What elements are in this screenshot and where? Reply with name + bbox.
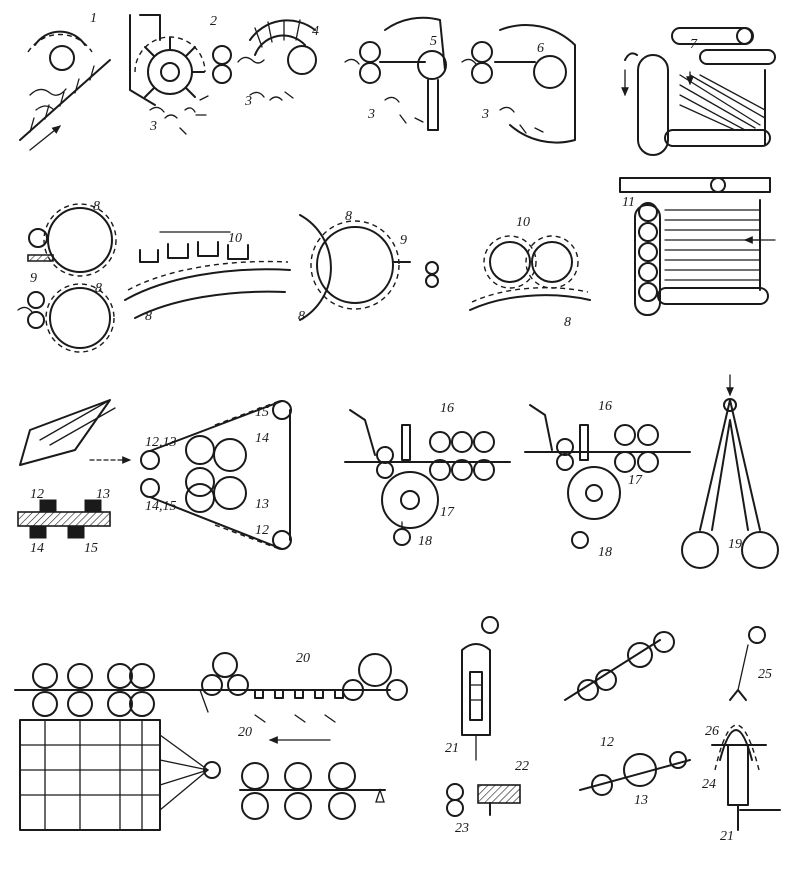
label-16: 16 <box>598 399 612 414</box>
label-7: 7 <box>690 37 698 52</box>
label-20: 20 <box>238 725 252 740</box>
label-26: 26 <box>705 724 719 739</box>
label-19: 19 <box>728 537 742 552</box>
label-17: 17 <box>440 505 455 520</box>
panel-10-double-rollers <box>469 235 591 311</box>
label-22: 22 <box>515 759 529 774</box>
panel-25-ring-spindle <box>711 626 781 831</box>
label-12: 12 <box>30 487 44 502</box>
panel-4-drum <box>212 19 317 101</box>
label-8: 8 <box>95 281 102 296</box>
label-8: 8 <box>298 309 305 324</box>
panel-10-flats <box>124 231 291 319</box>
label-25: 25 <box>758 667 772 682</box>
label-9: 9 <box>30 271 37 286</box>
label-17: 17 <box>628 473 643 488</box>
label-13: 13 <box>255 497 269 512</box>
label-3: 3 <box>481 107 489 122</box>
label-8: 8 <box>93 199 100 214</box>
panel-12-drawing <box>140 399 292 551</box>
label-3: 3 <box>244 94 252 109</box>
panel-6-roller-drum <box>461 23 576 144</box>
label-2: 2 <box>210 14 217 29</box>
label-12: 12 <box>600 735 614 750</box>
panel-7-lattice-apron <box>621 27 776 156</box>
label-18: 18 <box>418 534 432 549</box>
labels: 1 2 3 3 3 3 4 5 6 7 8 8 8 8 8 8 9 9 10 1… <box>30 11 772 844</box>
panel-8-doffer <box>299 214 439 321</box>
panel-2-beater <box>129 14 209 135</box>
label-13: 13 <box>96 487 110 502</box>
panel-1-opener <box>19 30 111 151</box>
label-15: 15 <box>255 405 269 420</box>
panel-5-roller-arm <box>344 16 447 131</box>
label-13: 13 <box>634 793 648 808</box>
panel-20-gill <box>199 652 408 723</box>
panel-8-card-cylinders <box>17 203 117 353</box>
panel-16-drafting-1 <box>344 409 511 546</box>
label-11: 11 <box>622 195 635 210</box>
label-10: 10 <box>516 215 530 230</box>
label-21: 21 <box>445 741 459 756</box>
label-14-15: 14,15 <box>145 499 177 514</box>
label-8: 8 <box>345 209 352 224</box>
panel-12-combing <box>17 399 132 539</box>
label-24: 24 <box>702 777 716 792</box>
label-6: 6 <box>537 41 544 56</box>
label-8: 8 <box>564 315 571 330</box>
panel-20-gill-2 <box>239 736 386 820</box>
panel-16-drafting-2 <box>524 404 691 549</box>
panel-19-apron <box>681 374 779 569</box>
label-15: 15 <box>84 541 98 556</box>
panel-11-stack <box>619 177 776 316</box>
label-20: 20 <box>296 651 310 666</box>
label-21: 21 <box>720 829 734 844</box>
label-3: 3 <box>367 107 375 122</box>
panel-21-flyer <box>446 616 521 817</box>
label-16: 16 <box>440 401 454 416</box>
label-9: 9 <box>400 233 407 248</box>
label-12-13: 12,13 <box>145 435 177 450</box>
label-14: 14 <box>255 431 269 446</box>
label-12: 12 <box>255 523 269 538</box>
label-23: 23 <box>455 821 469 836</box>
label-4: 4 <box>312 24 319 39</box>
label-10: 10 <box>228 231 242 246</box>
label-8: 8 <box>145 309 152 324</box>
panel-24-spinning <box>564 631 691 796</box>
label-1: 1 <box>90 11 97 26</box>
label-18: 18 <box>598 545 612 560</box>
label-5: 5 <box>430 34 437 49</box>
panel-drafting-rollers-bottom <box>14 663 221 831</box>
label-14: 14 <box>30 541 44 556</box>
label-3: 3 <box>149 119 157 134</box>
